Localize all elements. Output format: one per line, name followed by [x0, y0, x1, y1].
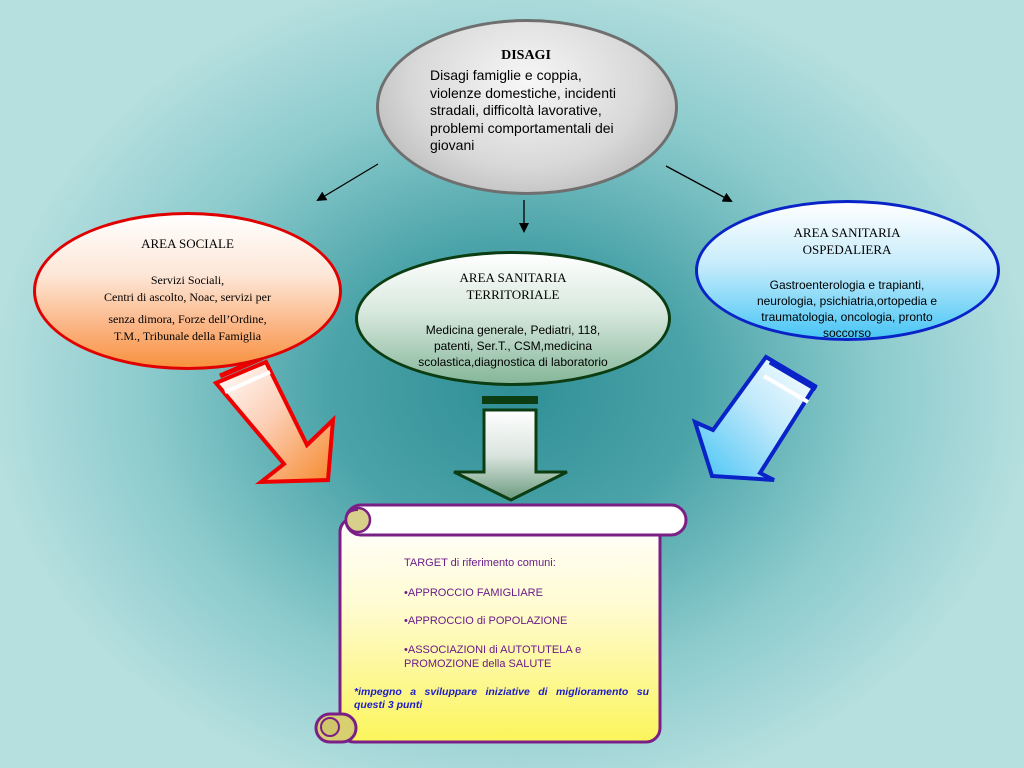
- red-block-arrow: [212, 355, 336, 485]
- area-territoriale-description: Medicina generale, Pediatri, 118, patent…: [418, 323, 608, 369]
- area-ospedaliera-title-2: OSPEDALIERA: [802, 242, 892, 257]
- connector-arrow-left: [316, 163, 379, 202]
- area-ospedaliera-title-1: AREA SANITARIA: [793, 225, 901, 240]
- area-territoriale-title-2: TERRITORIALE: [466, 287, 560, 302]
- area-sociale-title: AREA SOCIALE: [141, 236, 234, 251]
- scroll-item-popolazione: •APPROCCIO di POPOLAZIONE: [404, 615, 568, 627]
- green-block-arrow: [453, 396, 568, 502]
- area-ospedaliera-oval: [695, 200, 1000, 341]
- blue-block-arrow: [691, 354, 818, 482]
- connector-arrow-right: [665, 165, 733, 202]
- area-territoriale-oval: [355, 251, 671, 386]
- scroll-item-associazioni: •ASSOCIAZIONI di AUTOTUTELA e PROMOZIONE…: [404, 644, 582, 670]
- scroll-item-famigliare: •APPROCCIO FAMIGLIARE: [404, 587, 543, 599]
- area-sociale-oval: [33, 212, 342, 370]
- area-ospedaliera-description: Gastroenterologia e trapianti, neurologi…: [756, 278, 938, 340]
- scroll-note: *impegno a sviluppare iniziative di migl…: [354, 686, 649, 711]
- area-sociale-line-3: senza dimora, Forze dell’Ordine,: [108, 312, 267, 326]
- area-sociale-line-1: Servizi Sociali,: [150, 273, 225, 287]
- disagi-title: DISAGI: [501, 48, 551, 63]
- target-scroll: [314, 503, 688, 744]
- disagi-description: Disagi famiglie e coppia, violenze domes…: [430, 67, 616, 153]
- disagi-oval: [376, 19, 678, 195]
- scroll-heading: TARGET di riferimento comuni:: [404, 557, 556, 569]
- area-territoriale-title-1: AREA SANITARIA: [459, 270, 567, 285]
- area-sociale-line-2: Centri di ascolto, Noac, servizi per: [104, 290, 271, 304]
- area-sociale-line-4: T.M., Tribunale della Famiglia: [113, 329, 262, 343]
